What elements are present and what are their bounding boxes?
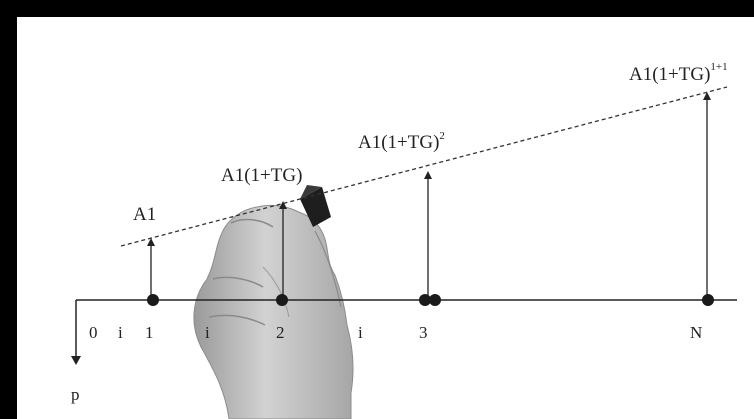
cash-flow-diagram: A1 A1(1+TG) A1(1+TG)2 A1(1+TG)1+1 0 i 1 … [71,61,737,419]
timeline-label-interval-3: i [358,323,363,342]
timeline-label-period-3: 3 [419,323,428,342]
timeline-label-origin: 0 [89,323,98,342]
payment-label-first: A1 [133,204,156,225]
timeline-label-period-n: N [690,323,702,342]
period-dot-2 [276,294,288,306]
payment-label-last-base: A1(1+TG) [629,64,710,85]
payment-arrow-3 [424,171,432,300]
timeline-label-period-1: 1 [145,323,154,342]
payment-arrow-1 [147,238,155,300]
period-dot-1 [147,294,159,306]
payment-label-third-exponent: 2 [439,130,445,142]
period-dot-3b [429,294,441,306]
timeline-label-interval-2: i [205,323,210,342]
payment-label-third: A1(1+TG)2 [358,130,445,153]
period-dot-3a [419,294,431,306]
payment-label-last-exponent: 1+1 [710,61,727,73]
timeline-label-interval-1: i [118,323,123,342]
payment-arrow-n [703,92,711,300]
outflow-arrow [71,300,81,365]
growth-trend-line [120,86,728,247]
payment-arrow-2 [279,201,287,300]
period-dot-n [702,294,714,306]
payment-label-third-base: A1(1+TG) [358,132,439,153]
timeline-label-period-2: 2 [276,323,285,342]
payment-label-last: A1(1+TG)1+1 [629,61,728,85]
diagram-canvas: A1 A1(1+TG) A1(1+TG)2 A1(1+TG)1+1 0 i 1 … [17,17,754,419]
payment-label-second: A1(1+TG) [221,165,302,186]
timeline-label-outflow: p [71,385,80,404]
